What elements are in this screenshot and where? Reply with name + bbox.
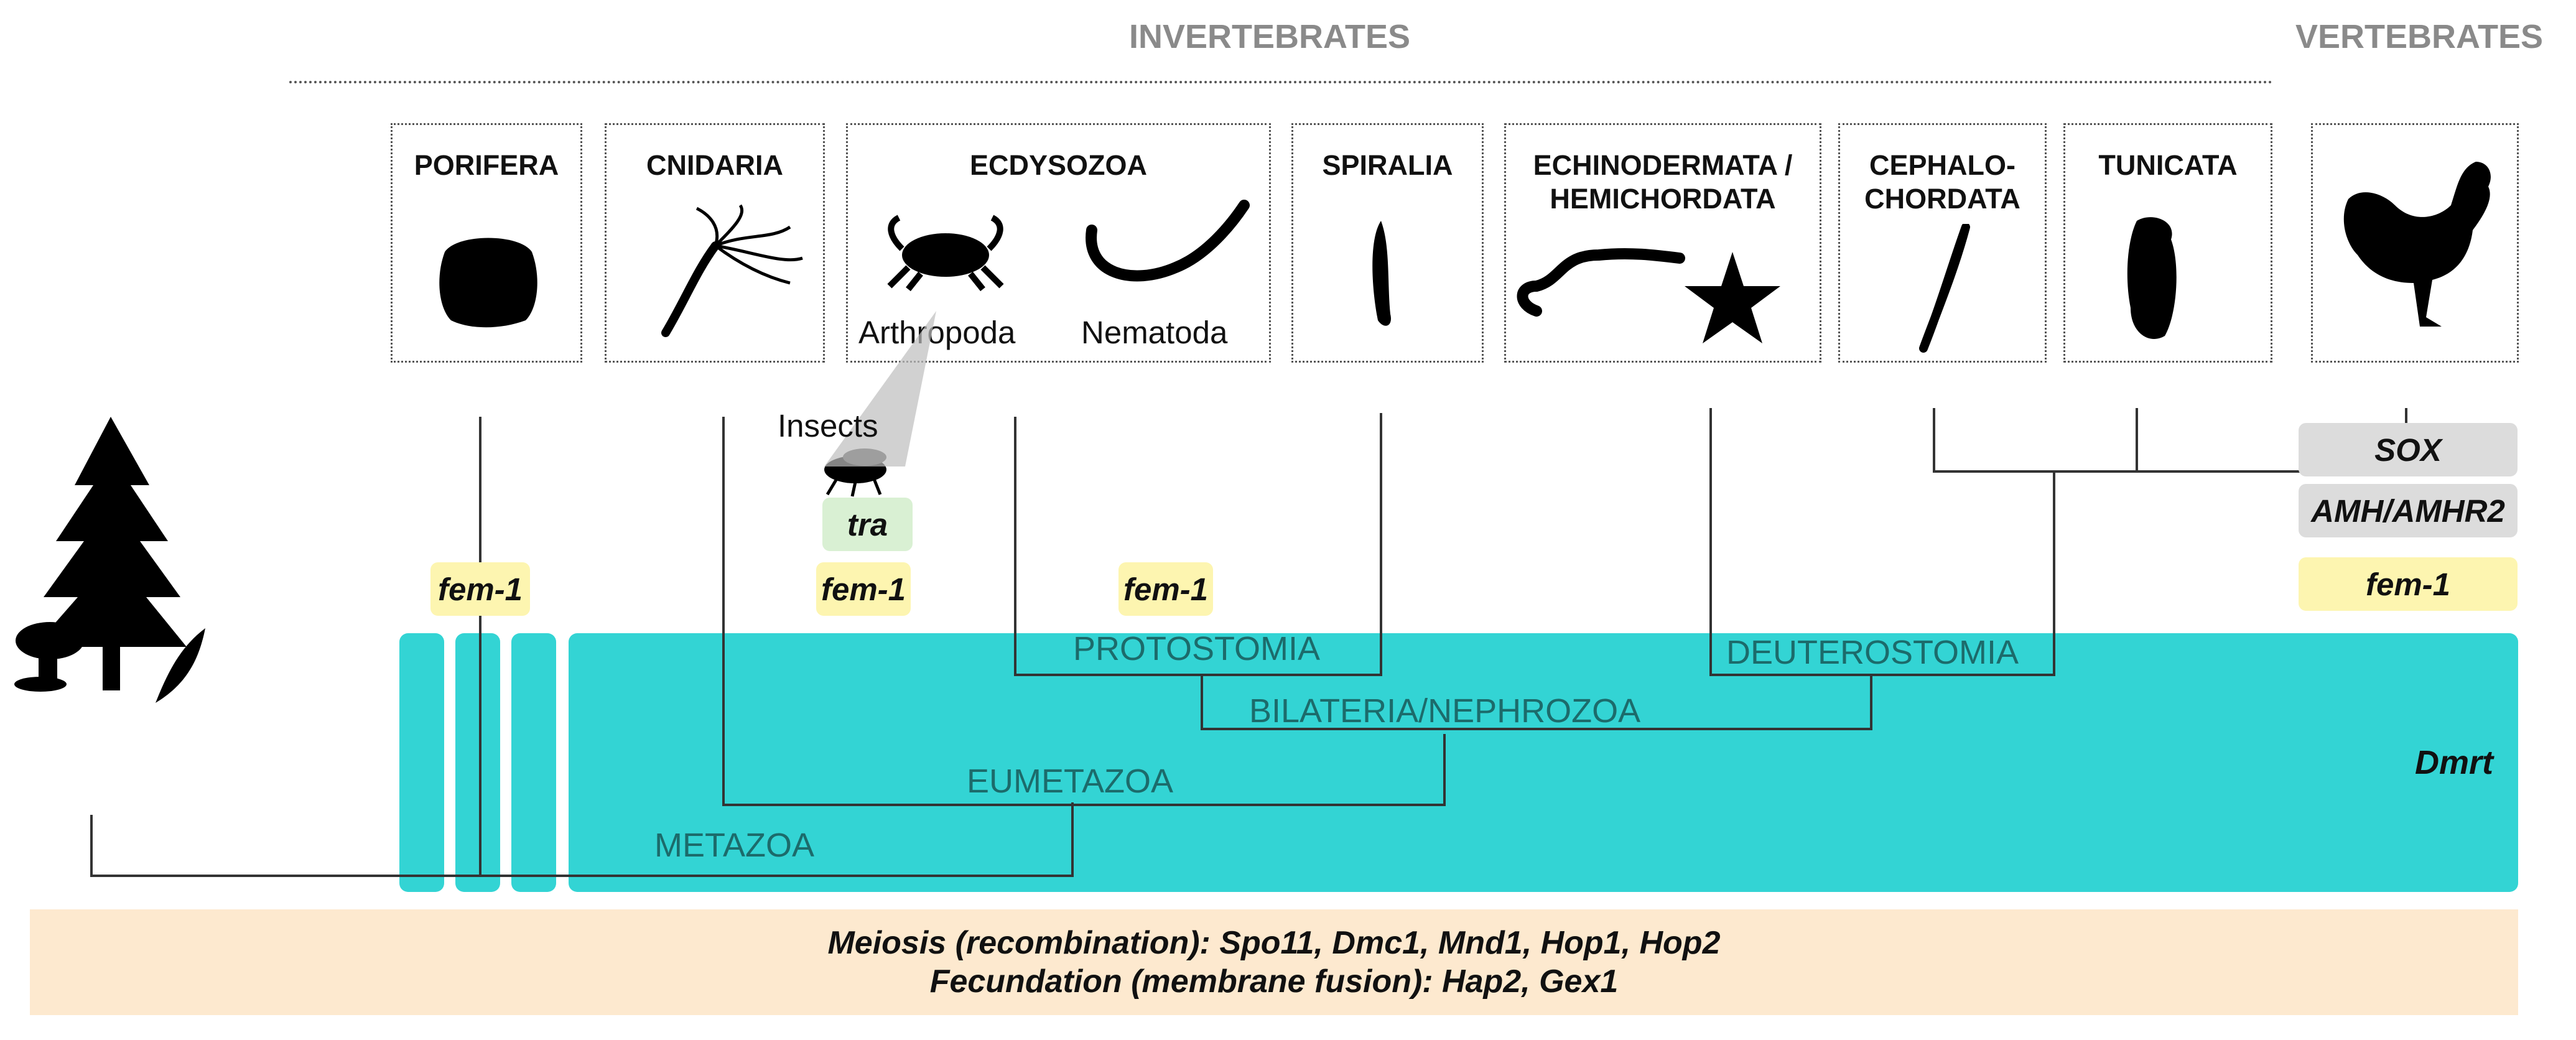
- tunicata-label: TUNICATA: [2098, 149, 2238, 181]
- porifera-stem: [479, 417, 481, 877]
- nematoda-label: Nematoda: [1081, 315, 1228, 350]
- eumetazoa-bracket: [722, 804, 1446, 806]
- chordata-stem: [2053, 470, 2055, 676]
- flatworm-icon: [1372, 221, 1391, 326]
- echinodermata-label: ECHINODERMATA / HEMICHORDATA: [1533, 149, 1793, 215]
- acorn-worm-icon: [1517, 248, 1685, 317]
- tree-root-stem: [90, 815, 93, 877]
- arthropoda-label: Arthropoda: [858, 315, 1016, 350]
- invertebrates-divider: [289, 81, 2274, 83]
- conserved-genes-band: Meiosis (recombination): Spo11, Dmc1, Mn…: [30, 909, 2518, 1015]
- porifera-bar-2: [455, 633, 500, 892]
- starfish-icon: [1685, 252, 1780, 343]
- porifera-bar-3: [511, 633, 556, 892]
- fem1-protostomia-pill: fem-1: [1118, 562, 1213, 616]
- lancelet-icon: [1919, 224, 1970, 353]
- protostomia-bracket: [1014, 674, 1382, 676]
- echinodermata-stem: [1709, 408, 1712, 676]
- zoom-cone: [824, 311, 936, 467]
- tunicata-stem: [2136, 408, 2138, 472]
- fem1-insects-pill: fem-1: [816, 562, 911, 616]
- metazoa-bracket: [90, 875, 1073, 877]
- vertebrates-stem: [2405, 408, 2407, 427]
- cnidaria-stem: [722, 417, 725, 806]
- bilateria-right-stem: [1870, 674, 1872, 730]
- nematode-icon: [1086, 200, 1250, 282]
- bilateria-label: BILATERIA/NEPHROZOA: [1249, 692, 1641, 730]
- deuterostomia-label: DEUTEROSTOMIA: [1726, 634, 2019, 671]
- sea-squirt-icon: [2127, 217, 2177, 339]
- cephalochordata-label: CEPHALO- CHORDATA: [1864, 149, 2020, 215]
- ecdysozoa-stem: [1014, 417, 1016, 676]
- chordata-bracket: [1933, 470, 2304, 473]
- spiralia-stem: [1380, 413, 1382, 676]
- rooster-icon: [2343, 162, 2491, 327]
- tree-icon: [14, 417, 205, 703]
- spiralia-label: SPIRALIA: [1322, 149, 1453, 181]
- eumetazoa-label: EUMETAZOA: [967, 763, 1174, 800]
- sox-pill: SOX: [2299, 423, 2518, 476]
- fecundation-line: Fecundation (membrane fusion): Hap2, Gex…: [929, 963, 1619, 1000]
- fem1-vertebrates-pill: fem-1: [2299, 557, 2518, 611]
- box-cephalochordata: CEPHALO- CHORDATA: [1838, 123, 2047, 363]
- hydra-icon: [661, 204, 803, 337]
- metazoa-right-stem: [1071, 802, 1074, 877]
- protostomia-label: PROTOSTOMIA: [1073, 630, 1321, 667]
- dmrt-label: Dmrt: [2415, 744, 2494, 781]
- amh-pill: AMH/AMHR2: [2299, 484, 2518, 537]
- box-echinodermata: ECHINODERMATA / HEMICHORDATA: [1504, 123, 1821, 363]
- insects-label: Insects: [778, 408, 878, 443]
- porifera-bar-1: [399, 633, 444, 892]
- cnidaria-label: CNIDARIA: [646, 149, 783, 181]
- invertebrates-header: INVERTEBRATES: [1129, 18, 1411, 55]
- fem1-porifera-pill: fem-1: [430, 562, 530, 616]
- tra-pill: tra: [822, 498, 913, 551]
- eumetazoa-right-stem: [1443, 734, 1446, 806]
- porifera-label: PORIFERA: [414, 149, 559, 181]
- dmrt-band: [569, 633, 2518, 892]
- meiosis-line: Meiosis (recombination): Spo11, Dmc1, Mn…: [827, 925, 1721, 961]
- crab-icon: [887, 215, 1004, 292]
- vertebrates-header: VERTEBRATES: [2295, 18, 2544, 55]
- sponge-icon: [439, 238, 537, 328]
- bilateria-left-stem: [1201, 674, 1203, 730]
- cephalochordata-stem: [1933, 408, 1935, 472]
- ecdysozoa-label: ECDYSOZOA: [969, 149, 1148, 181]
- metazoa-label: METAZOA: [654, 827, 815, 864]
- deuterostomia-bracket: [1709, 674, 2055, 676]
- bilateria-bracket: [1201, 728, 1872, 730]
